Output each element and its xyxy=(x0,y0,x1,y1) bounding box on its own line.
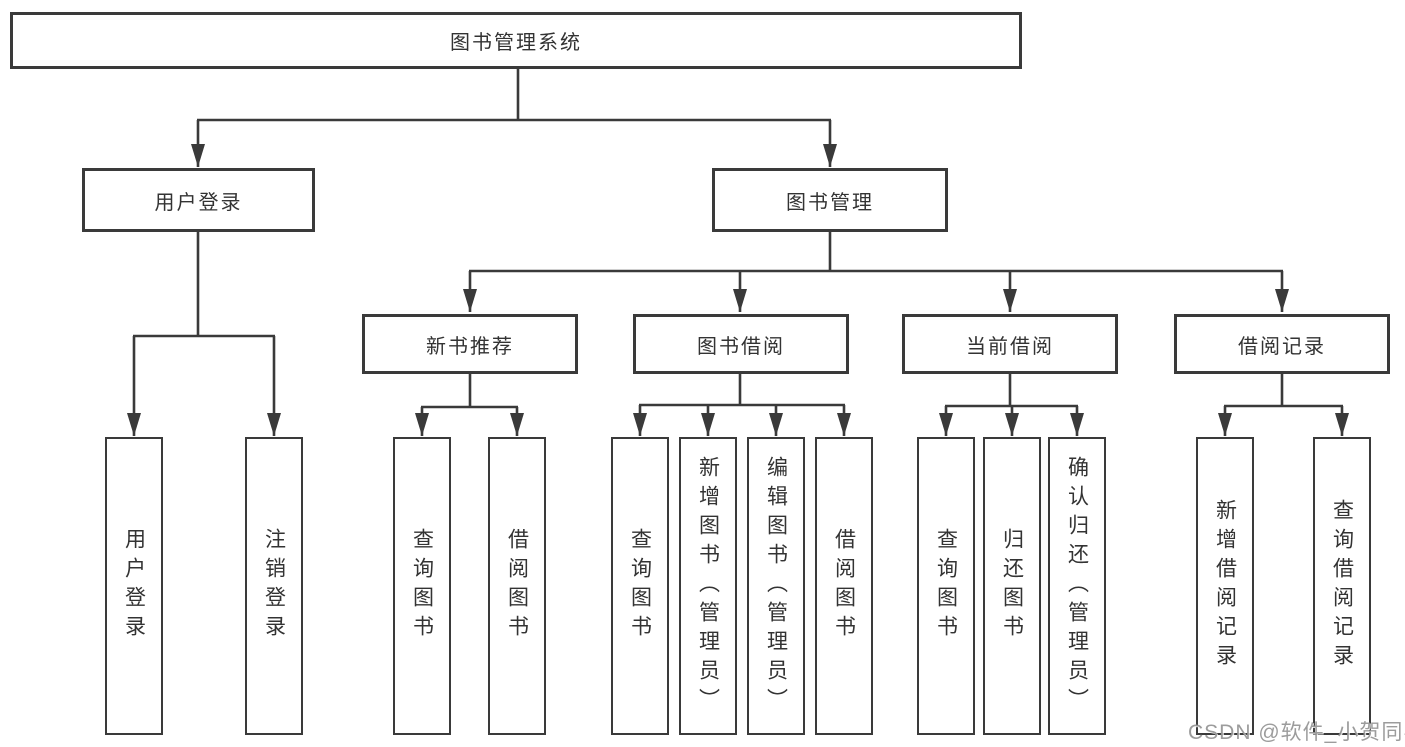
node-book-borrow-label: 图书借阅 xyxy=(697,335,785,358)
leaf-add-books-admin-label: 新增图书（管理员） xyxy=(696,455,720,717)
leaf-add-borrow-record: 新增借阅记录 xyxy=(1196,437,1254,735)
node-book-management: 图书管理 xyxy=(712,168,948,232)
leaf-query-books-2-label: 查询图书 xyxy=(628,528,652,644)
leaf-query-borrow-record-label: 查询借阅记录 xyxy=(1330,499,1354,673)
node-user-login-label: 用户登录 xyxy=(154,191,243,214)
leaf-edit-books-admin-label: 编辑图书（管理员） xyxy=(764,455,788,717)
leaf-query-books-3-label: 查询图书 xyxy=(934,528,958,644)
node-book-borrow: 图书借阅 xyxy=(633,314,849,374)
node-new-book-recommend: 新书推荐 xyxy=(362,314,578,374)
leaf-query-books-2: 查询图书 xyxy=(611,437,669,735)
connector-new-book-rail xyxy=(421,374,518,409)
connector-cur-borrow-rail xyxy=(945,374,1078,408)
node-book-management-label: 图书管理 xyxy=(786,191,874,214)
leaf-confirm-return-admin-label: 确认归还（管理员） xyxy=(1065,455,1089,717)
leaf-confirm-return-admin: 确认归还（管理员） xyxy=(1048,437,1106,735)
node-current-borrow-label: 当前借阅 xyxy=(966,335,1054,358)
leaf-user-login: 用户登录 xyxy=(105,437,163,735)
leaf-add-books-admin: 新增图书（管理员） xyxy=(679,437,737,735)
leaf-query-borrow-record: 查询借阅记录 xyxy=(1313,437,1371,735)
leaf-borrow-books-1: 借阅图书 xyxy=(488,437,546,735)
node-user-login: 用户登录 xyxy=(82,168,315,232)
node-borrow-records-label: 借阅记录 xyxy=(1238,335,1326,358)
leaf-logout: 注销登录 xyxy=(245,437,303,735)
node-system-root: 图书管理系统 xyxy=(10,12,1022,69)
csdn-watermark: CSDN @软件_小贺同学 xyxy=(1188,721,1405,744)
leaf-query-books-1: 查询图书 xyxy=(393,437,451,735)
leaf-return-books: 归还图书 xyxy=(983,437,1041,735)
connector-borrow-rec-rail xyxy=(1224,374,1343,408)
leaf-logout-label: 注销登录 xyxy=(262,528,286,644)
node-borrow-records: 借阅记录 xyxy=(1174,314,1390,374)
leaf-borrow-books-2-label: 借阅图书 xyxy=(832,528,856,644)
leaf-query-books-1-label: 查询图书 xyxy=(410,528,434,644)
connector-book-borrow-rail xyxy=(639,374,845,407)
leaf-user-login-label: 用户登录 xyxy=(122,528,146,644)
leaf-edit-books-admin: 编辑图书（管理员） xyxy=(747,437,805,735)
leaf-add-borrow-record-label: 新增借阅记录 xyxy=(1213,499,1237,673)
connector-user-login-rail xyxy=(133,232,275,338)
leaf-borrow-books-2: 借阅图书 xyxy=(815,437,873,735)
node-current-borrow: 当前借阅 xyxy=(902,314,1118,374)
connector-root-rail xyxy=(197,68,831,122)
leaf-return-books-label: 归还图书 xyxy=(1000,528,1024,644)
node-new-book-recommend-label: 新书推荐 xyxy=(426,335,514,358)
node-system-root-label: 图书管理系统 xyxy=(450,32,582,54)
leaf-query-books-3: 查询图书 xyxy=(917,437,975,735)
connector-book-mgmt-rail xyxy=(469,232,1283,273)
leaf-borrow-books-1-label: 借阅图书 xyxy=(505,528,529,644)
